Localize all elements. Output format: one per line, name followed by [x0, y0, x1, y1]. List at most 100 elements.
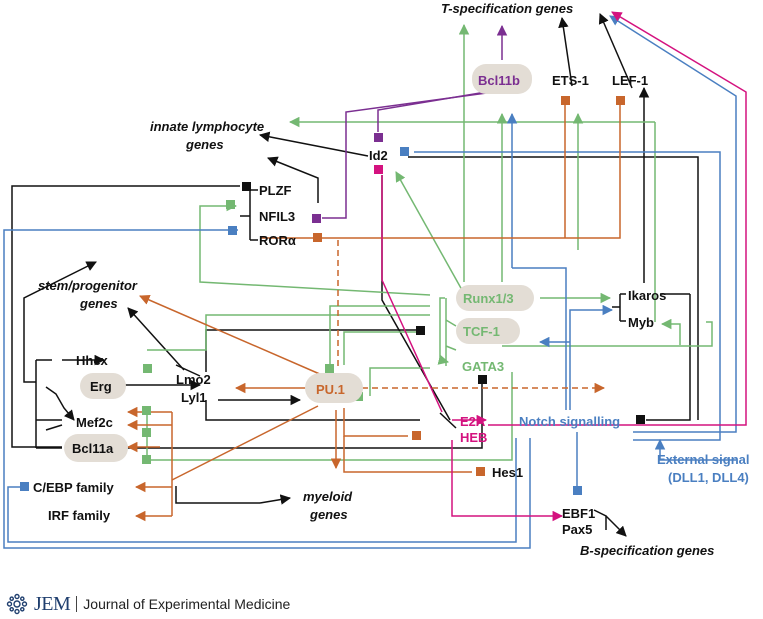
node-myb: Myb [628, 315, 654, 330]
edge-pu1-cebp [171, 405, 319, 481]
node-pax5: Pax5 [562, 522, 592, 537]
node-plzf: PLZF [259, 183, 292, 198]
edge-lyl1-e2a [205, 400, 420, 421]
edges-orange [126, 100, 621, 522]
terminal-blue-id2 [400, 147, 409, 156]
edge-green-upper [147, 314, 430, 351]
edges-blue [3, 15, 737, 549]
edge-runx-gata3 [437, 297, 450, 365]
node-pu1: PU.1 [316, 382, 345, 397]
terminal-orange-e2a [412, 431, 421, 440]
bracket-cebp-irf [175, 486, 260, 504]
edge-ilc-innate [267, 156, 319, 203]
pill-erg [80, 373, 126, 399]
node-ets1: ETS-1 [552, 73, 589, 88]
node-ikaros: Ikaros [628, 288, 666, 303]
label-myeloid-genes-line2: genes [309, 507, 348, 522]
footer-divider [76, 596, 78, 612]
label-innate-genes-line1: innate lymphocyte [150, 119, 264, 134]
label-b-spec-genes: B-specification genes [580, 543, 714, 558]
node-lef1: LEF-1 [612, 73, 648, 88]
node-erg: Erg [90, 379, 112, 394]
edge-gata3-pu1 [369, 367, 430, 396]
terminal-green-nfil3 [226, 200, 235, 209]
tbar-e2a [439, 412, 457, 429]
edge-bcl11a-mef2c [45, 424, 63, 431]
label-stem-genes-line1: stem/progenitor [38, 278, 138, 293]
node-bcl11b: Bcl11b [478, 73, 520, 88]
node-e2a: E2A [460, 414, 486, 429]
edge-runx-nfil3 [199, 200, 431, 296]
terminal-orange-ets1 [561, 96, 570, 105]
node-heb: HEB [460, 430, 487, 445]
bracket-ebf1-pax5 [593, 509, 607, 530]
edge-bcl11a-plzf [11, 185, 240, 448]
terminal-purple-nfil3 [312, 214, 321, 223]
node-hhex: Hhex [76, 353, 109, 368]
labels: T-specification genes innate lymphocyte … [33, 1, 749, 558]
edge-lef1-tspec [598, 13, 633, 89]
edge-notch-id2 [414, 151, 721, 441]
node-rora: RORα [259, 233, 296, 248]
label-innate-genes-line2: genes [185, 137, 224, 152]
bracket-plzf-ror [240, 189, 258, 241]
edge-runx-id2 [395, 171, 463, 291]
terminal-green-mef2c-2 [142, 428, 151, 437]
pill-bcl11b [472, 64, 532, 94]
jem-logo-icon [6, 593, 28, 615]
terminal-black-notch [636, 415, 645, 424]
edge-lmo2-tcf1 [205, 329, 423, 372]
edge-ets1-tspec [558, 16, 573, 87]
node-lmo2: Lmo2 [176, 372, 211, 387]
edge-pu1-tcf1 [343, 331, 423, 365]
node-hes1: Hes1 [492, 465, 523, 480]
node-tcf1: TCF-1 [463, 324, 500, 339]
terminal-black-tcf1 [416, 326, 425, 335]
edge-gata3-myb [660, 318, 681, 345]
edge-bcl11a-gata3 [124, 382, 483, 449]
edge-id2-notch [408, 156, 699, 420]
edge-id2-innate [258, 131, 369, 157]
pill-pu1 [305, 373, 363, 403]
terminal-green-bcl11a [142, 455, 151, 464]
edge-notch-tspec [609, 15, 737, 433]
node-ebf1: EBF1 [562, 506, 595, 521]
edge-pu1-hes1 [343, 436, 472, 473]
edges-purple [322, 24, 508, 219]
journal-footer: JEM Journal of Experimental Medicine [6, 592, 290, 616]
node-id2: Id2 [369, 148, 388, 163]
node-runx: Runx1/3 [463, 291, 514, 306]
edge-notch-ror [3, 229, 531, 549]
terminal-blue-ebf1 [573, 486, 582, 495]
terminal-black-plzf [242, 182, 251, 191]
edge-pu1-e2a [343, 408, 408, 437]
edge-erg-mef2c [45, 386, 75, 421]
edge-notch-ikaros [569, 304, 614, 410]
terminal-orange-hes1 [476, 467, 485, 476]
edge-pu1-stem [139, 294, 323, 376]
edge-green-bcl11a [147, 372, 513, 461]
edge-lmo2-stem [127, 307, 185, 371]
bracket-ikaros-out [612, 293, 690, 308]
node-notch: Notch signalling [519, 414, 620, 429]
edge-myb-gata3 [502, 321, 713, 347]
label-t-spec-genes: T-specification genes [441, 1, 573, 16]
node-pills [64, 64, 534, 462]
terminal-green-pu1 [325, 364, 334, 373]
terminal-purple-id2 [374, 133, 383, 142]
node-nfil3: NFIL3 [259, 209, 295, 224]
edge-ebf1-bspec [605, 515, 627, 537]
edge-id2-e2a-magenta [381, 175, 443, 413]
edge-cebp-myeloid [259, 494, 292, 505]
pill-runx [456, 285, 534, 311]
edge-bcl11b-id2 [377, 91, 487, 132]
node-lyl1: Lyl1 [181, 390, 207, 405]
node-mef2c: Mef2c [76, 415, 113, 430]
edge-e2a-tspec [488, 11, 747, 426]
terminal-blue-cebp [20, 482, 29, 491]
node-external-ligands: (DLL1, DLL4) [668, 470, 749, 485]
terminal-green-lmo2 [143, 364, 152, 373]
edges-magenta [381, 11, 747, 522]
bracket-runx-gata3 [445, 298, 457, 366]
bracket-stem-cluster [35, 359, 62, 449]
